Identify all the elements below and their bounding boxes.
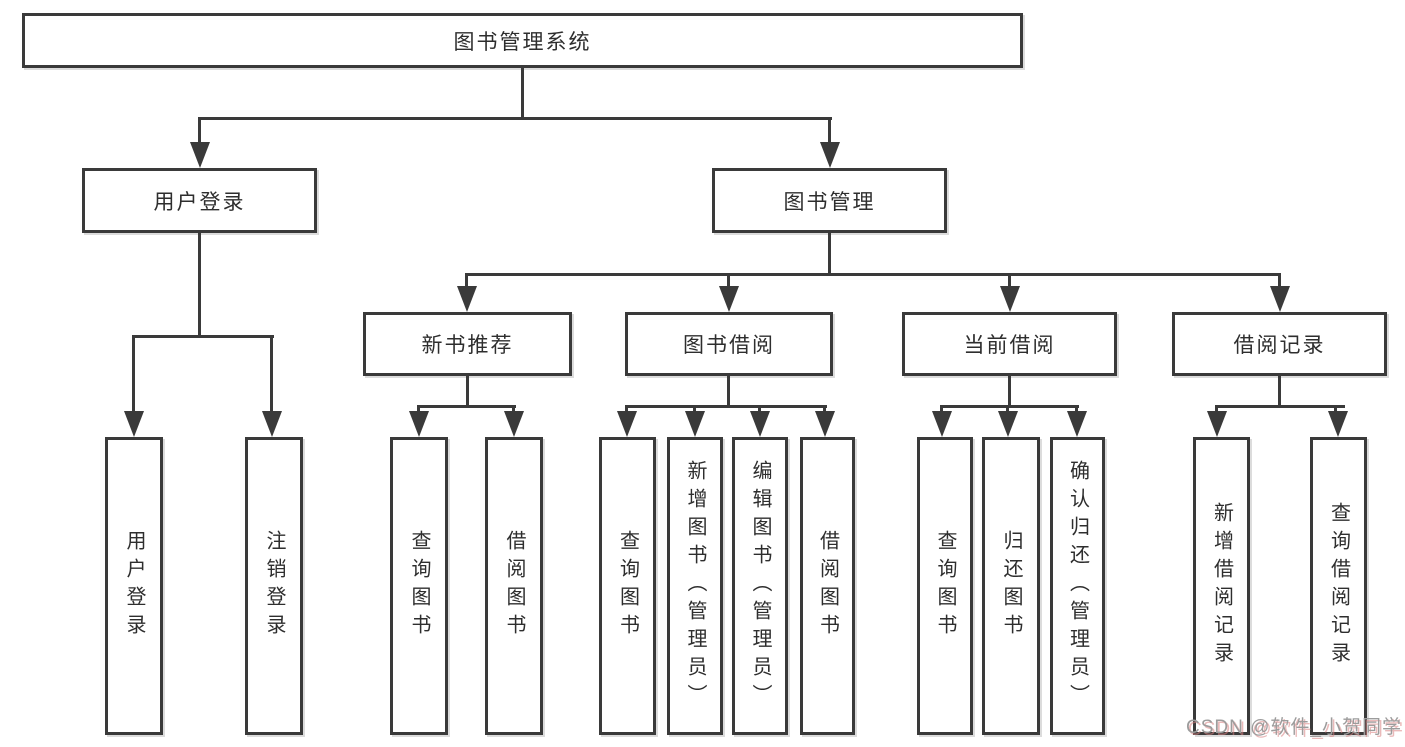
connector-drop-user-login: [198, 117, 201, 144]
arrowhead-bookborrow: [719, 286, 739, 312]
leaf-borrow-borrow-books: 借阅图书: [800, 437, 855, 735]
leaf-logout: 注销登录: [245, 437, 303, 735]
connector-bookborrow-stem: [727, 376, 730, 405]
arrowhead-bb-add: [685, 411, 705, 437]
connector-drop-bb-add: [693, 405, 696, 415]
connector-drop-cb-return: [1006, 405, 1009, 415]
connector-drop-newrec-search: [417, 405, 420, 415]
arrowhead-currentborrow: [1000, 286, 1020, 312]
leaf-current-search-books: 查询图书: [917, 437, 973, 735]
node-borrowing-records: 借阅记录: [1172, 312, 1387, 376]
connector-newrec-bar: [417, 405, 516, 408]
connector-drop-currentborrow: [1008, 273, 1011, 288]
leaf-borrow-edit-books-admin: 编辑图书（管理员）: [732, 437, 788, 735]
leaf-current-confirm-return-admin: 确认归还（管理员）: [1050, 437, 1105, 735]
node-new-book-recommend: 新书推荐: [363, 312, 572, 376]
connector-drop-newrec-borrow: [512, 405, 515, 415]
leaf-borrow-search-books: 查询图书: [599, 437, 656, 735]
connector-drop-book-mgmt: [828, 117, 831, 144]
leaf-user-login: 用户登录: [105, 437, 163, 735]
connector-drop-bookborrow: [727, 273, 730, 288]
connector-records-bar: [1215, 405, 1345, 408]
leaf-records-search-record: 查询借阅记录: [1310, 437, 1367, 735]
connector-current-bar: [940, 405, 1079, 408]
arrowhead-newrec-search: [409, 411, 429, 437]
node-current-borrowing: 当前借阅: [902, 312, 1117, 376]
connector-current-stem: [1008, 376, 1011, 405]
connector-drop-newrec: [465, 273, 468, 288]
node-book-management-branch: 图书管理: [712, 168, 947, 233]
arrowhead-bb-borrow: [815, 411, 835, 437]
arrowhead-newrec-borrow: [504, 411, 524, 437]
connector-drop-leaf-logout: [270, 335, 273, 413]
arrowhead-leaf-logout: [262, 411, 282, 437]
leaf-newrec-search-books: 查询图书: [390, 437, 448, 735]
connector-drop-rec-search: [1334, 405, 1337, 415]
connector-drop-bb-search: [625, 405, 628, 415]
connector-userlogin-bar: [132, 335, 274, 338]
connector-drop-cb-search: [940, 405, 943, 415]
arrowhead-user-login: [190, 142, 210, 168]
arrowhead-newrec: [457, 286, 477, 312]
arrowhead-cb-confirm: [1067, 411, 1087, 437]
arrowhead-rec-add: [1207, 411, 1227, 437]
connector-drop-cb-confirm: [1075, 405, 1078, 415]
arrowhead-rec-search: [1328, 411, 1348, 437]
connector-drop-bb-borrow: [823, 405, 826, 415]
arrowhead-bb-search: [617, 411, 637, 437]
arrowhead-bb-edit: [750, 411, 770, 437]
connector-drop-rec-add: [1215, 405, 1218, 415]
node-root-system: 图书管理系统: [22, 13, 1023, 68]
connector-drop-records: [1278, 273, 1281, 288]
csdn-watermark: CSDN @软件_小贺同学: [1186, 717, 1402, 738]
arrowhead-records: [1270, 286, 1290, 312]
arrowhead-book-mgmt: [820, 142, 840, 168]
connector-bookmgmt-stem: [828, 233, 831, 273]
arrowhead-leaf-login: [124, 411, 144, 437]
arrowhead-cb-search: [932, 411, 952, 437]
leaf-borrow-add-books-admin: 新增图书（管理员）: [667, 437, 723, 735]
connector-newrec-stem: [466, 376, 469, 405]
connector-drop-leaf-login: [132, 335, 135, 413]
connector-drop-bb-edit: [758, 405, 761, 415]
connector-root-bar: [198, 117, 832, 120]
connector-userlogin-stem: [198, 233, 201, 335]
connector-root-stem: [521, 68, 524, 117]
node-book-borrowing: 图书借阅: [625, 312, 833, 376]
leaf-records-add-record: 新增借阅记录: [1193, 437, 1250, 735]
connector-records-stem: [1278, 376, 1281, 405]
connector-bookmgmt-bar: [465, 273, 1281, 276]
node-user-login-branch: 用户登录: [82, 168, 317, 233]
arrowhead-cb-return: [998, 411, 1018, 437]
leaf-current-return-books: 归还图书: [982, 437, 1040, 735]
leaf-newrec-borrow-books: 借阅图书: [485, 437, 543, 735]
connector-bookborrow-bar: [625, 405, 827, 408]
